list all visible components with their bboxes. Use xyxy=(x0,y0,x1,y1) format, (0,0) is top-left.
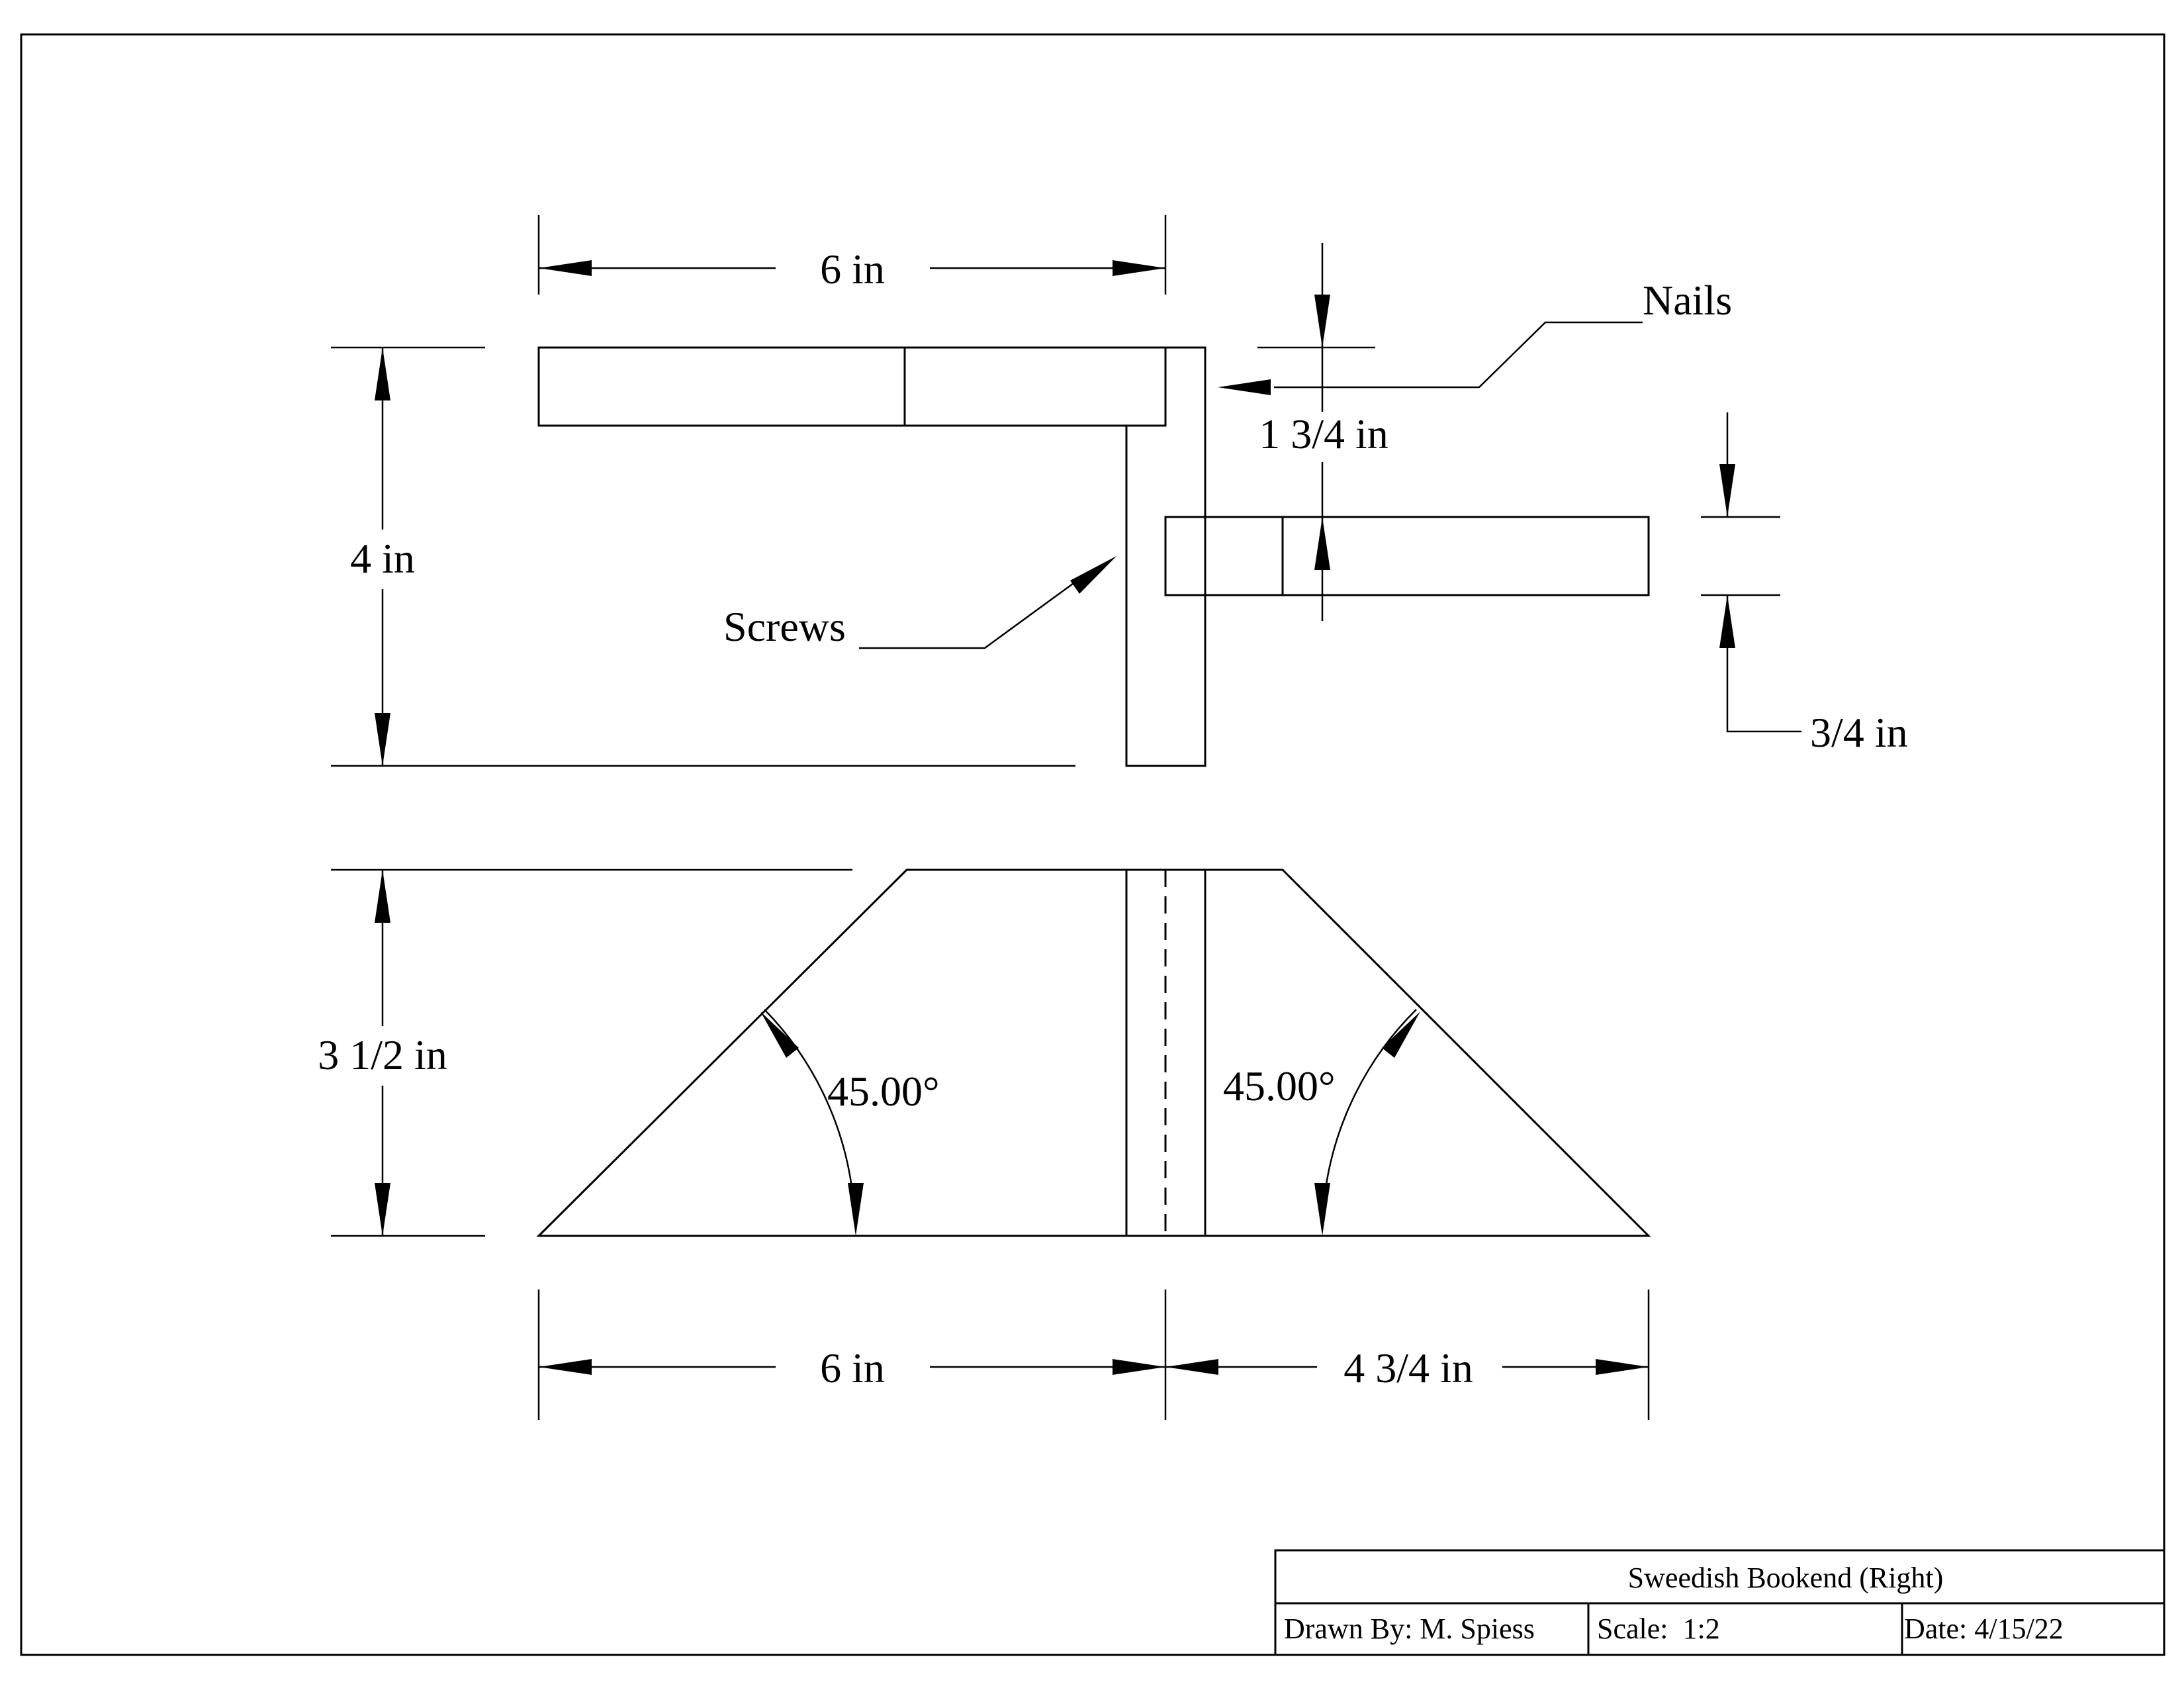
top-board xyxy=(537,346,1167,427)
dim-overall-height: 4 in xyxy=(331,346,1075,767)
screws-leader: Screws xyxy=(723,556,1116,650)
arrowhead xyxy=(1719,464,1735,517)
arrowhead xyxy=(1113,1359,1165,1375)
dim-bottom-right-label: 4 3/4 in xyxy=(1343,1344,1473,1391)
title-block-title: Sweedish Bookend (Right) xyxy=(1628,1562,1944,1594)
dim-nail-offset-label: 1 3/4 in xyxy=(1259,410,1388,457)
right-board xyxy=(1164,516,1650,596)
arrowhead xyxy=(1165,1359,1218,1375)
dim-top-width: 6 in xyxy=(537,215,1167,295)
dim-angle-left: 45.00° xyxy=(760,1009,940,1236)
arrowhead xyxy=(1070,556,1116,594)
arrowhead xyxy=(375,713,390,766)
dim-board-thickness: 3/4 in xyxy=(1701,412,1908,756)
dim-bottom-widths: 6 in 4 3/4 in xyxy=(537,1289,1650,1420)
arrowhead xyxy=(1218,379,1271,395)
title-block-scale: Scale: 1:2 xyxy=(1597,1613,1720,1645)
bookend-profile xyxy=(536,868,1651,1237)
arrowhead xyxy=(1314,1183,1330,1236)
arrowhead xyxy=(1596,1359,1649,1375)
arrowhead xyxy=(539,260,592,276)
title-block: Sweedish Bookend (Right) Drawn By: M. Sp… xyxy=(1274,1549,2165,1656)
arrowhead xyxy=(1382,1011,1420,1058)
nails-leader: Nails xyxy=(1218,277,1732,395)
dim-overall-height-label: 4 in xyxy=(350,535,415,582)
arrowhead xyxy=(1719,595,1735,648)
title-block-drawn-by: Drawn By: M. Spiess xyxy=(1284,1613,1535,1645)
arrowhead xyxy=(375,348,390,400)
arrowhead xyxy=(375,1183,390,1236)
dim-bottom-left-label: 6 in xyxy=(820,1344,885,1391)
arrowhead xyxy=(760,1011,799,1058)
dim-angle-left-label: 45.00° xyxy=(827,1068,940,1115)
nails-label: Nails xyxy=(1643,277,1732,324)
dim-nail-offset: 1 3/4 in xyxy=(1257,243,1388,621)
arrowhead xyxy=(539,1359,592,1375)
top-view xyxy=(537,346,1650,767)
screws-label: Screws xyxy=(723,603,846,650)
dim-angle-right: 45.00° xyxy=(1223,1009,1420,1236)
arrowhead xyxy=(375,870,390,923)
sheet-border xyxy=(20,33,2165,1656)
dim-board-thickness-label: 3/4 in xyxy=(1810,709,1908,756)
upright-board xyxy=(1125,346,1206,767)
title-block-date: Date: 4/15/22 xyxy=(1904,1613,2064,1645)
arrowhead xyxy=(1314,517,1330,570)
dim-top-width-label: 6 in xyxy=(820,246,885,293)
dim-side-height-label: 3 1/2 in xyxy=(318,1031,447,1078)
arrowhead xyxy=(1113,260,1165,276)
dim-side-height: 3 1/2 in xyxy=(318,868,852,1237)
dim-angle-right-label: 45.00° xyxy=(1223,1062,1336,1109)
arrowhead xyxy=(1314,295,1330,348)
arrowhead xyxy=(848,1183,864,1236)
front-view xyxy=(536,868,1651,1237)
